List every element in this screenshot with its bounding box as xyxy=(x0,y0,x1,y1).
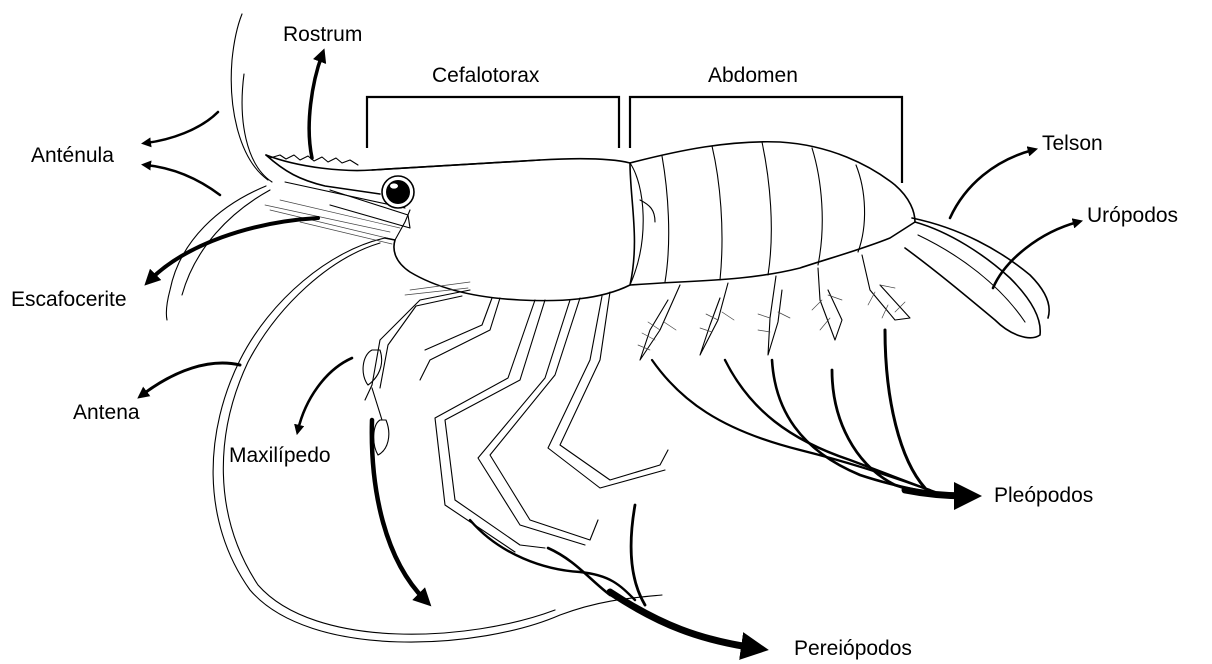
telson xyxy=(905,222,1040,338)
label-antenula: Anténula xyxy=(31,144,114,167)
abdomen-bracket xyxy=(630,97,902,183)
pleopods-drawing xyxy=(638,255,910,360)
shrimp-illustration xyxy=(166,14,1049,642)
label-maxilipedo: Maxilípedo xyxy=(229,444,331,467)
maxilipedo-down-arrow xyxy=(372,420,425,600)
label-escafocerite: Escafocerite xyxy=(11,288,127,311)
label-antena: Antena xyxy=(73,401,140,424)
label-uropodos: Urópodos xyxy=(1087,204,1178,227)
cefalotorax-bracket xyxy=(367,97,619,148)
antenula-arrow-2 xyxy=(146,165,220,195)
antena-arrow xyxy=(142,363,240,395)
antennule-filament xyxy=(231,14,268,180)
carapace xyxy=(372,159,634,301)
label-pereiopodos: Pereiópodos xyxy=(794,637,912,660)
label-abdomen: Abdomen xyxy=(708,64,798,87)
label-rostrum: Rostrum xyxy=(283,23,362,46)
label-telson: Telson xyxy=(1042,132,1103,155)
maxilliped-drawing xyxy=(363,282,470,455)
telson-arrow xyxy=(950,150,1033,218)
maxilipedo-arrow xyxy=(298,358,352,430)
label-pleopodos: Pleópodos xyxy=(994,484,1093,507)
pointer-arrows xyxy=(142,55,1078,648)
abdomen-outline xyxy=(630,142,915,285)
antenula-arrow-1 xyxy=(146,112,218,143)
label-cefalotorax: Cefalotorax xyxy=(432,64,540,87)
uropodos-arrow xyxy=(993,222,1078,288)
labels: Rostrum Cefalotorax Abdomen Anténula Esc… xyxy=(11,23,1178,660)
pereiopods-drawing xyxy=(420,292,668,552)
pereiopodos-arrow xyxy=(610,592,755,648)
rostrum-arrow xyxy=(309,55,322,158)
pleopodos-arrow xyxy=(905,490,968,496)
uropod xyxy=(912,218,1049,318)
